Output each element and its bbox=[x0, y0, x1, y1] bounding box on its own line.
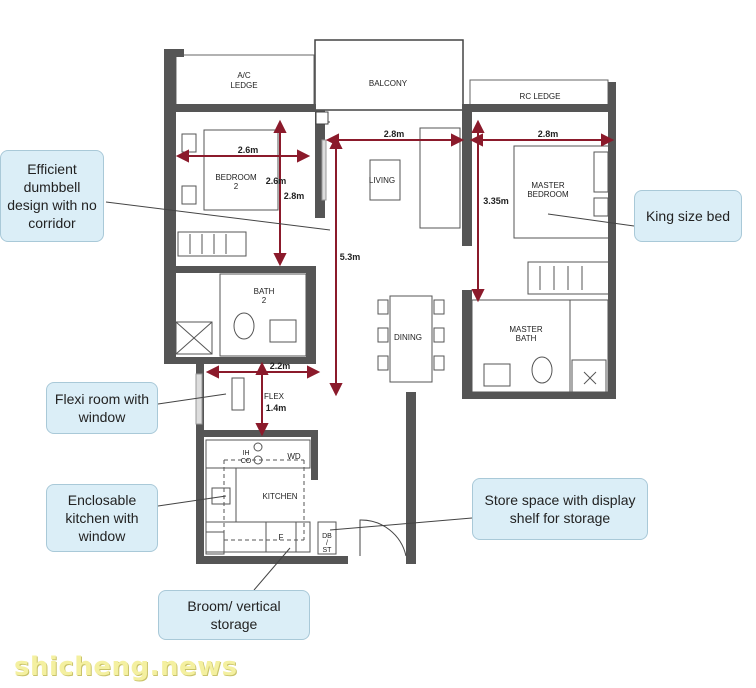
master-bath-label-2: BATH bbox=[516, 334, 537, 343]
ac-ledge-label-2: LEDGE bbox=[230, 81, 257, 90]
co-label: CO bbox=[241, 458, 252, 465]
svg-text:CO: CO bbox=[241, 458, 252, 465]
master-bed bbox=[513, 145, 611, 239]
ih-label: IH bbox=[243, 450, 250, 457]
watermark: shicheng.news bbox=[14, 652, 238, 682]
svg-text:2: 2 bbox=[234, 182, 239, 191]
callout-broom-storage: Broom/ vertical storage bbox=[158, 590, 310, 640]
kitchen-label: KITCHEN bbox=[262, 492, 297, 501]
kitchen-sink bbox=[211, 487, 231, 505]
callout-store-space: Store space with display shelf for stora… bbox=[472, 478, 648, 540]
svg-text:LEDGE: LEDGE bbox=[230, 81, 257, 90]
dining-label: DINING bbox=[394, 333, 422, 342]
master-bath-room bbox=[471, 299, 609, 393]
fixtures bbox=[175, 111, 613, 557]
master-width-label: 2.8m bbox=[538, 129, 559, 139]
callout-kitchen: Enclosable kitchen with window bbox=[46, 484, 158, 552]
svg-text:A/C: A/C bbox=[237, 71, 251, 80]
dimension-lines bbox=[175, 119, 615, 437]
master-depth-label: 3.35m bbox=[483, 196, 509, 206]
svg-text:ST: ST bbox=[323, 547, 333, 554]
callout-dumbbell: Efficient dumbbell design with no corrid… bbox=[0, 150, 104, 242]
st-label: ST bbox=[323, 547, 333, 554]
living-label: LIVING bbox=[369, 176, 395, 185]
callout-flexi-room: Flexi room with window bbox=[46, 382, 158, 434]
bedroom2-bed bbox=[203, 129, 279, 211]
sofa bbox=[419, 127, 461, 229]
db-label: DB bbox=[322, 533, 332, 540]
wd-label: WD bbox=[287, 452, 301, 461]
bath2-label-2: 2 bbox=[262, 296, 267, 305]
kitchen-counter-bottom bbox=[205, 521, 311, 553]
slash-label: / bbox=[326, 540, 328, 547]
flex-label: FLEX bbox=[264, 392, 285, 401]
svg-text:IH: IH bbox=[243, 450, 250, 457]
fridge-label: F bbox=[279, 533, 284, 542]
bedroom2-wardrobe bbox=[177, 231, 247, 257]
flex-desk bbox=[231, 377, 245, 411]
callout-king-bed: King size bed bbox=[634, 190, 742, 242]
bath2-label-1: BATH bbox=[254, 287, 275, 296]
living-depth-label: 5.3m bbox=[340, 252, 361, 262]
db-st bbox=[317, 521, 337, 555]
bedroom2-depth-label: 2.8m bbox=[284, 191, 305, 201]
fridge bbox=[265, 521, 297, 553]
balcony-label: BALCONY bbox=[369, 79, 408, 88]
ac-ledge-area bbox=[175, 54, 315, 108]
ac-ledge-label-1: A/C bbox=[237, 71, 251, 80]
kitchen-shelf bbox=[205, 531, 225, 555]
coffee-table bbox=[369, 159, 401, 201]
master-bedroom-label-1: MASTER bbox=[531, 181, 565, 190]
rc-ledge-label: RC LEDGE bbox=[520, 92, 561, 101]
kitchen-counter-left bbox=[205, 467, 237, 523]
master-bath-label-1: MASTER bbox=[509, 325, 543, 334]
master-bedroom-label-2: BEDROOM bbox=[527, 190, 569, 199]
bedroom2-label-2: 2 bbox=[234, 182, 239, 191]
walls bbox=[164, 49, 616, 564]
callout-pointers bbox=[105, 201, 635, 591]
dining-table bbox=[389, 295, 433, 383]
flex-depth-label: 1.4m bbox=[266, 403, 287, 413]
master-wardrobe bbox=[527, 261, 613, 295]
svg-text:BATH: BATH bbox=[254, 287, 275, 296]
bath2-room bbox=[219, 273, 307, 357]
bath2-shower bbox=[175, 321, 213, 355]
bedroom2-height-label: 2.6m bbox=[266, 176, 287, 186]
svg-text:/: / bbox=[326, 540, 328, 547]
kitchen-counter-top bbox=[205, 439, 311, 469]
master-shower bbox=[571, 359, 607, 393]
bedroom2-width-label: 2.6m bbox=[238, 145, 259, 155]
svg-text:2: 2 bbox=[262, 296, 267, 305]
svg-text:BEDROOM: BEDROOM bbox=[215, 173, 257, 182]
svg-text:MASTER: MASTER bbox=[531, 181, 565, 190]
svg-text:DB: DB bbox=[322, 533, 332, 540]
svg-text:BATH: BATH bbox=[516, 334, 537, 343]
living-width-label: 2.8m bbox=[384, 129, 405, 139]
bedroom2-label-1: BEDROOM bbox=[215, 173, 257, 182]
flex-width-label: 2.2m bbox=[270, 361, 291, 371]
balcony-area bbox=[314, 39, 464, 111]
svg-text:MASTER: MASTER bbox=[509, 325, 543, 334]
svg-text:BEDROOM: BEDROOM bbox=[527, 190, 569, 199]
